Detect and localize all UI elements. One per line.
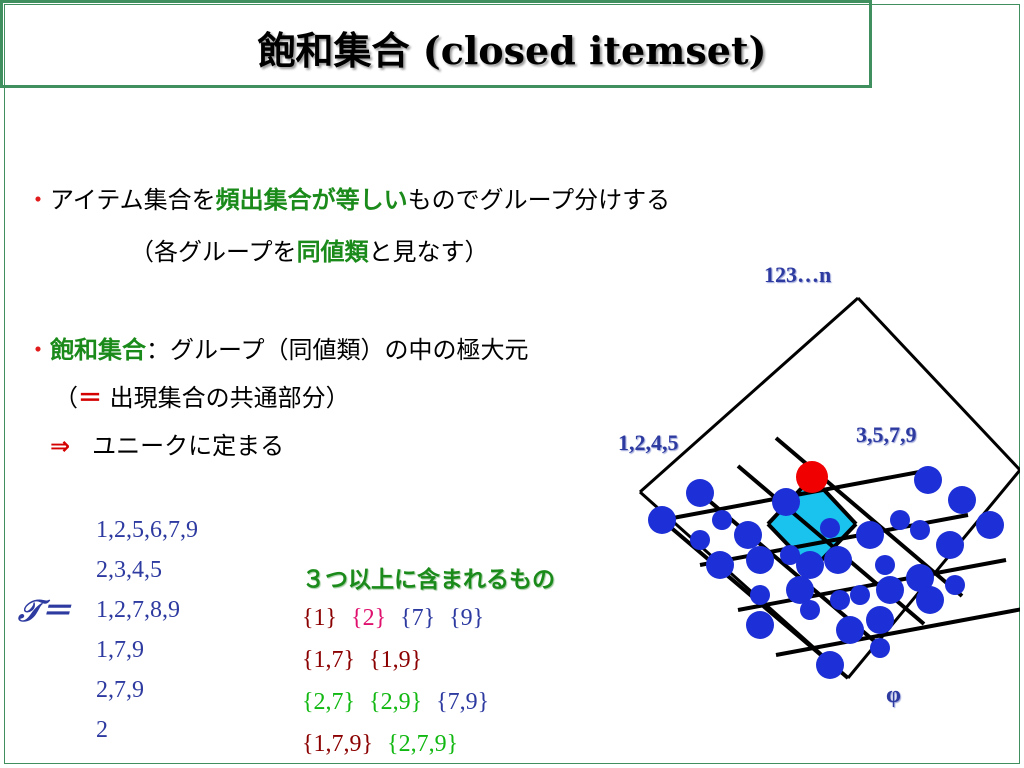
bullet-line-3: ・飽和集合：グループ（同値類）の中の極大元	[26, 330, 529, 365]
itemset: {2}	[351, 605, 387, 631]
slide-title: 飽和集合 (closed itemset)	[0, 20, 1024, 75]
frequent-heading: ３つ以上に含まれるもの	[302, 567, 555, 593]
line3-post: ：グループ（同値類）の中の極大元	[146, 336, 529, 364]
lattice-node	[772, 488, 800, 516]
frequent-itemset-row: {1,7} {1,9}	[302, 640, 503, 682]
line1-pre: アイテム集合を	[50, 186, 216, 214]
lattice-node	[856, 521, 884, 549]
itemset: {1}	[302, 605, 338, 631]
line1-highlight: 頻出集合が等しい	[215, 186, 408, 214]
lattice-node	[690, 530, 710, 550]
itemset: {2,9}	[369, 689, 423, 715]
lattice-node	[916, 586, 944, 614]
implies-arrow-icon: ⇒	[50, 432, 71, 460]
lattice-outline-edge	[639, 296, 859, 494]
lattice-outline-edge	[856, 296, 1020, 472]
bullet-line-2: （各グループを同値類と見なす）	[130, 232, 489, 267]
lattice-node	[945, 575, 965, 595]
lattice-node	[914, 466, 942, 494]
lattice-bottom-label: φ	[886, 682, 901, 708]
bullet-marker-2: ・	[26, 336, 50, 364]
bullet-marker-1: ・	[26, 186, 50, 214]
lattice-node	[824, 546, 852, 574]
database-row: 2,7,9	[96, 677, 144, 703]
itemset: {1,9}	[369, 647, 423, 673]
lattice-node	[816, 651, 844, 679]
itemset: {2,7}	[302, 689, 356, 715]
lattice-node	[870, 638, 890, 658]
bullet-line-1: ・アイテム集合を頻出集合が等しいものでグループ分けする	[26, 180, 670, 215]
lattice-node	[875, 555, 895, 575]
itemset: {2,7,9}	[387, 731, 459, 757]
lattice-node	[796, 551, 824, 579]
frequent-itemset-row: {2,7} {2,9} {7,9}	[302, 682, 503, 724]
itemset: {7,9}	[436, 689, 490, 715]
line4-post: 出現集合の共通部分）	[102, 384, 350, 412]
itemset: {9}	[449, 605, 485, 631]
lattice-node	[830, 590, 850, 610]
line1-post: ものでグループ分けする	[407, 186, 671, 214]
database-row: 1,7,9	[96, 637, 144, 663]
lattice-node	[976, 511, 1004, 539]
line5-post: ユニークに定まる	[92, 432, 285, 460]
line2-post: と見なす）	[368, 238, 489, 266]
lattice-right-label: 3,5,7,9	[856, 422, 917, 447]
lattice-node	[780, 545, 800, 565]
database-list: 1,2,5,6,7,9 2,3,4,5 1,2,7,8,9 1,7,9 2,7,…	[96, 510, 198, 750]
lattice-node	[712, 510, 732, 530]
lattice-nodes	[648, 461, 1004, 679]
equals-symbol: ＝	[78, 384, 102, 412]
lattice-node	[686, 479, 714, 507]
bullet-line-5: ⇒ ユニークに定まる	[50, 426, 284, 461]
title-inner-border	[4, 4, 1020, 764]
lattice-node	[890, 510, 910, 530]
lattice-left-label: 1,2,4,5	[618, 430, 679, 455]
lattice-node	[910, 520, 930, 540]
lattice-node	[648, 506, 676, 534]
lattice-node	[906, 564, 934, 592]
line3-highlight: 飽和集合	[50, 336, 146, 364]
itemset: {1,7}	[302, 647, 356, 673]
lattice-node	[936, 531, 964, 559]
lattice-node	[786, 576, 814, 604]
closed-itemset-node	[796, 461, 828, 493]
line4-pre: （	[54, 384, 78, 412]
database-row: 1,2,5,6,7,9	[96, 517, 198, 543]
itemset: {1,7,9}	[302, 731, 374, 757]
lattice-node	[800, 600, 820, 620]
lattice-node	[750, 585, 770, 605]
frequent-itemset-list: {1} {2} {7} {9} {1,7} {1,9} {2,7} {2,9} {7,9} {1,…	[302, 598, 503, 766]
lattice-grid-line	[737, 558, 1007, 612]
lattice-node	[850, 585, 870, 605]
lattice-node	[866, 606, 894, 634]
database-row: 2,3,4,5	[96, 557, 162, 583]
line2-pre: （各グループを	[130, 238, 297, 266]
database-row: 1,2,7,8,9	[96, 597, 180, 623]
title-japanese: 飽和集合	[257, 29, 410, 73]
line2-highlight: 同値類	[296, 238, 369, 266]
itemset: {7}	[400, 605, 436, 631]
lattice-node	[706, 551, 734, 579]
lattice-node	[948, 486, 976, 514]
bullet-line-4: （＝ 出現集合の共通部分）	[54, 378, 350, 413]
itemset-lattice-diagram	[639, 296, 1020, 680]
lattice-node	[820, 518, 840, 538]
lattice-top-label: 123…n	[764, 262, 832, 287]
title-english: (closed itemset)	[422, 28, 767, 73]
database-row: 2	[96, 717, 108, 743]
lattice-node	[746, 546, 774, 574]
lattice-node	[836, 616, 864, 644]
lattice-node	[876, 576, 904, 604]
database-symbol: 𝒯＝	[18, 595, 71, 628]
lattice-grid-line	[775, 607, 1020, 657]
frequent-itemset-row: {1,7,9} {2,7,9}	[302, 724, 503, 766]
lattice-node	[734, 521, 762, 549]
lattice-node	[746, 611, 774, 639]
frequent-itemset-row: {1} {2} {7} {9}	[302, 598, 503, 640]
